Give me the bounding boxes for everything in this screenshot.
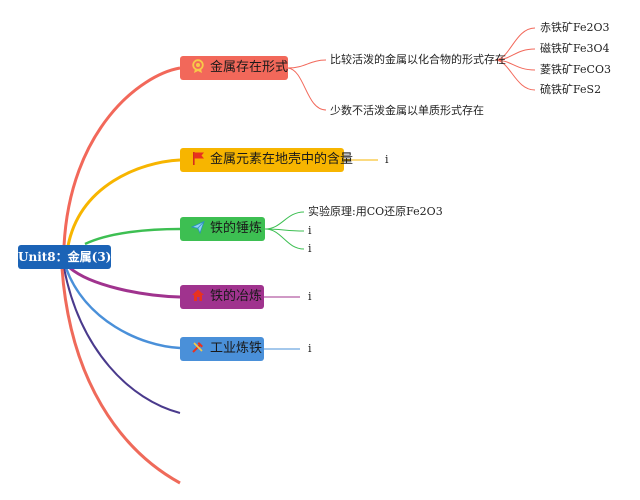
connector-1-b [287,67,327,111]
connector-1-a [287,59,327,69]
connector-1-a-2 [494,48,536,61]
branch-label: 金属元素在地壳中的含量 [210,152,354,167]
house-icon [192,289,204,301]
connector-branch-1 [62,66,181,247]
leaf-siderite[interactable]: 菱铁矿FeCO3 [540,63,611,76]
branch-label: 工业炼铁 [210,341,263,356]
medal-icon [192,59,204,73]
leaf-industrial-i[interactable]: i [308,342,312,355]
leaf-forging-i-2[interactable]: i [308,242,312,255]
tools-icon [192,342,203,353]
branch-node-crust-content[interactable]: 金属元素在地壳中的含量 [180,148,353,172]
leaf-forging-i-1[interactable]: i [308,224,312,237]
leaf-pyrite[interactable]: 硫铁矿FeS2 [540,83,602,96]
branch-node-industrial-ironmaking[interactable]: 工业炼铁 [180,337,264,361]
connector-1-a-4 [494,59,536,91]
connector-branch-5 [64,267,181,350]
leaf-inactive-metal-elemental[interactable]: 少数不活泼金属以单质形式存在 [330,104,484,117]
branch-label: 铁的锤炼 [210,221,263,236]
connector-1-a-1 [494,27,536,61]
leaf-magnetite[interactable]: 磁铁矿Fe3O4 [540,42,610,55]
connector-3-a [264,211,305,230]
branch-node-iron-smelting[interactable]: 铁的冶炼 [180,285,264,309]
connector-extra-red [60,267,181,485]
root-node[interactable]: Unit8：金属(3) [18,245,111,269]
branch-label: 金属存在形式 [210,60,289,75]
leaf-smelting-i[interactable]: i [308,290,312,303]
leaf-crust-i[interactable]: i [385,153,389,166]
connector-3-c [264,228,305,250]
connector-branch-4 [69,266,181,299]
connector-branch-3 [84,227,181,246]
branch-node-iron-forging[interactable]: 铁的锤炼 [180,217,265,241]
leaf-hematite[interactable]: 赤铁矿Fe2O3 [540,21,610,34]
connector-extra-dark [63,267,181,414]
leaf-experiment-principle[interactable]: 实验原理:用CO还原Fe2O3 [308,205,443,218]
paper-plane-icon [191,220,205,234]
leaf-active-metal-compounds[interactable]: 比较活泼的金属以化合物的形式存在 [330,53,506,66]
connector-branch-2 [66,158,181,247]
flag-icon [193,152,204,165]
branch-node-metal-existence[interactable]: 金属存在形式 [180,56,288,80]
branch-label: 铁的冶炼 [210,289,263,304]
